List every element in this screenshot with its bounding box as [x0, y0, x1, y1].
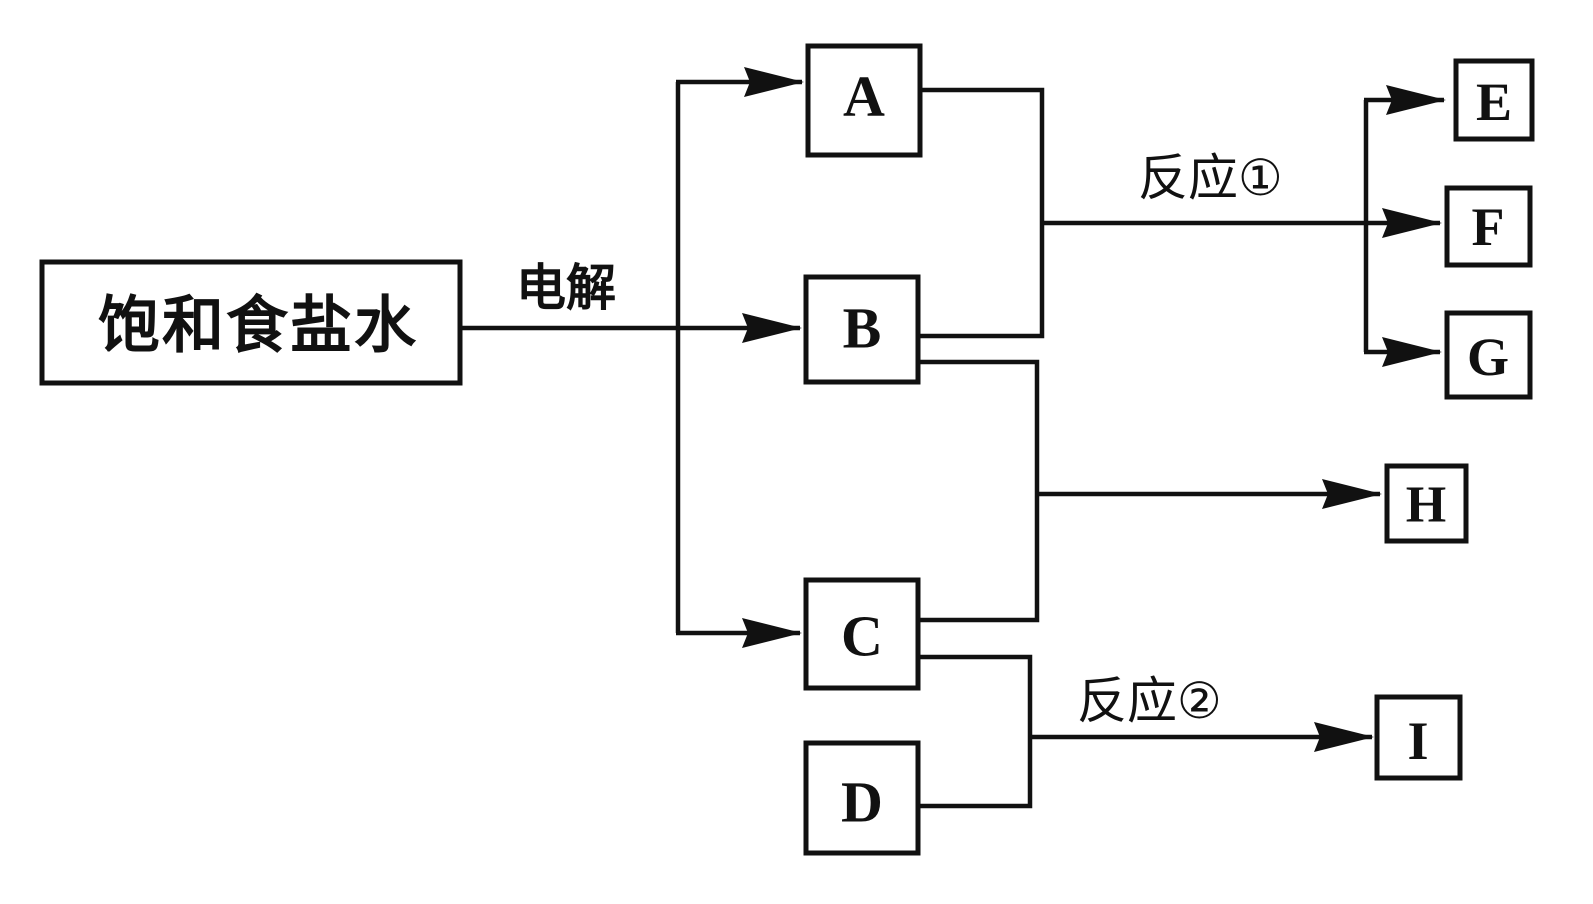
edge-A-to-merge1 — [918, 87, 1045, 339]
node-G: G — [1444, 310, 1533, 400]
node-H: H — [1384, 463, 1469, 544]
node-A: A — [805, 43, 923, 158]
node-C: C — [803, 577, 921, 691]
node-I-label: I — [1407, 711, 1428, 771]
edge-B-C-merge — [918, 359, 1040, 623]
node-G-label: G — [1467, 327, 1509, 387]
node-D: D — [803, 740, 921, 856]
node-E-label: E — [1476, 72, 1512, 132]
node-C-label: C — [841, 604, 883, 669]
node-B: B — [803, 274, 921, 385]
node-F-label: F — [1472, 197, 1505, 257]
node-I: I — [1374, 694, 1463, 781]
node-A-label: A — [843, 64, 885, 129]
label-reaction-1: 反应① — [1138, 149, 1283, 207]
edge-C-D-merge — [918, 654, 1033, 809]
node-E: E — [1453, 58, 1535, 142]
node-B-label: B — [843, 296, 882, 361]
node-H-label: H — [1406, 477, 1446, 534]
node-D-label: D — [841, 770, 883, 835]
label-electrolysis: 电解 — [516, 259, 616, 317]
node-F: F — [1444, 185, 1533, 268]
node-saturated-brine: 饱和食盐水 — [39, 259, 463, 386]
node-saturated-brine-label: 饱和食盐水 — [98, 289, 418, 362]
label-reaction-2: 反应② — [1077, 672, 1222, 730]
